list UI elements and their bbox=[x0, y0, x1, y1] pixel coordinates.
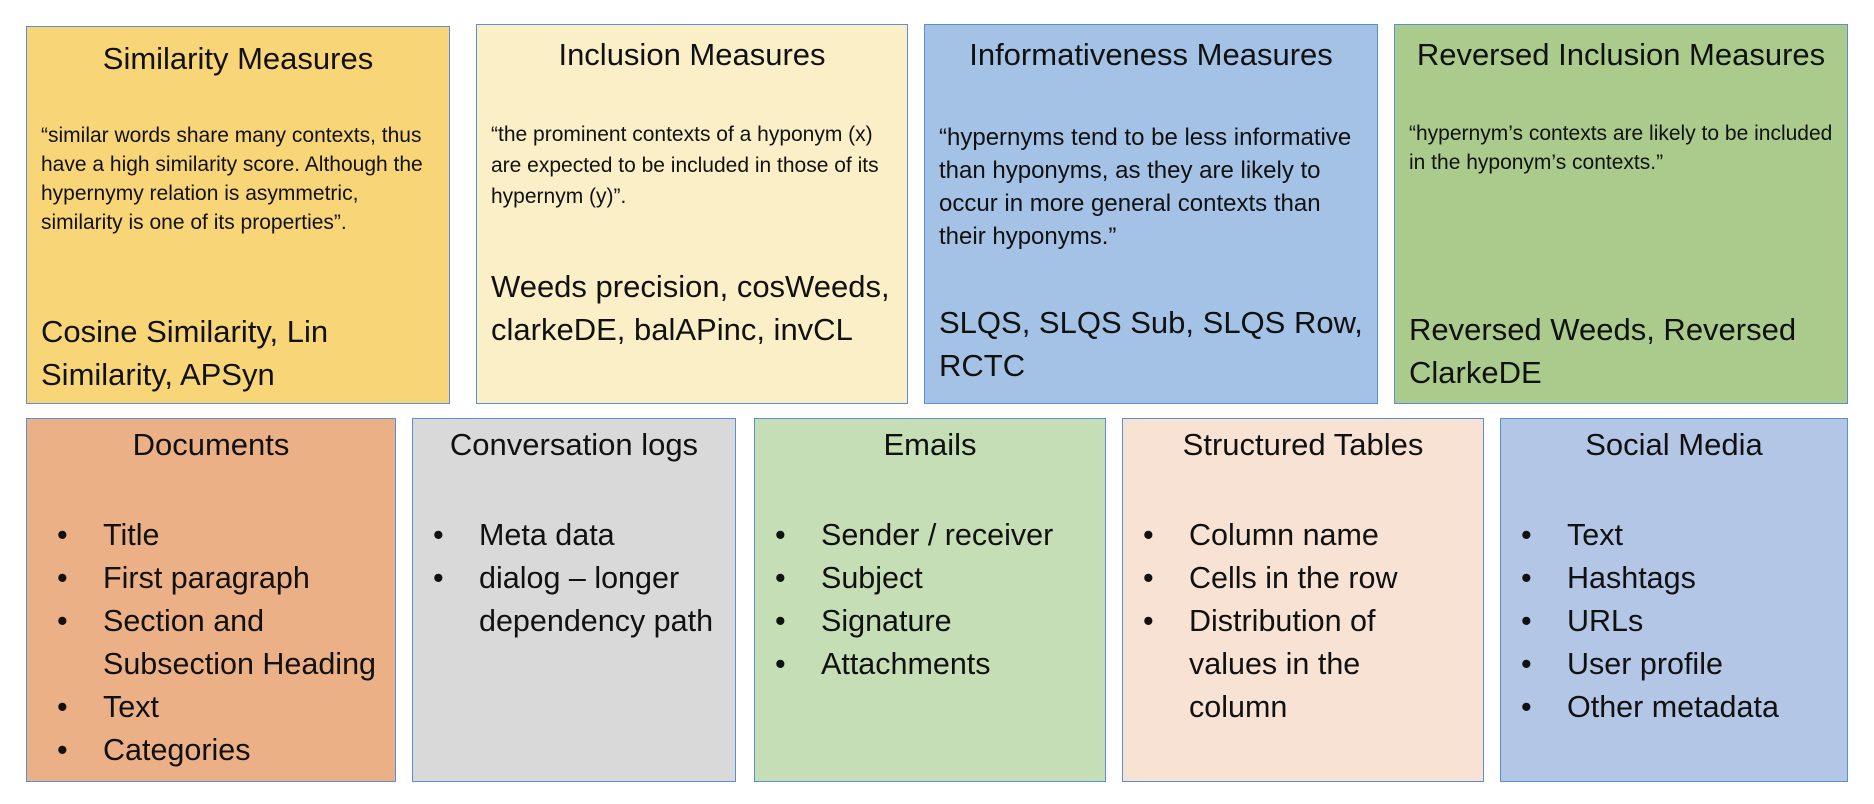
conversation-logs-title: Conversation logs bbox=[449, 427, 699, 462]
list-item: Subject bbox=[765, 557, 1095, 600]
similarity-measures-list: Cosine Similarity, Lin Similarity, APSyn bbox=[41, 314, 329, 392]
emails-title: Emails bbox=[883, 427, 977, 462]
list-item: Section and Subsection Heading bbox=[47, 600, 395, 686]
conversation-logs-list: Meta data dialog – longer dependency pat… bbox=[423, 514, 723, 643]
structured-tables-title: Structured Tables bbox=[1182, 427, 1424, 462]
list-item: Sender / receiver bbox=[765, 514, 1095, 557]
list-item: Meta data bbox=[423, 514, 723, 557]
list-item: Text bbox=[47, 686, 395, 729]
inclusion-measures-quote: “the prominent contexts of a hyponym (x)… bbox=[491, 123, 879, 208]
list-item: Attachments bbox=[765, 643, 1095, 686]
documents-box: Documents Title First paragraph Section … bbox=[26, 418, 396, 782]
social-media-title: Social Media bbox=[1585, 427, 1763, 462]
similarity-measures-title: Similarity Measures bbox=[102, 41, 374, 76]
list-item: Distribution of values in the column bbox=[1133, 600, 1443, 729]
inclusion-measures-title: Inclusion Measures bbox=[558, 37, 826, 72]
emails-list: Sender / receiver Subject Signature Atta… bbox=[765, 514, 1095, 686]
list-item: Categories bbox=[47, 729, 395, 772]
reversed-inclusion-measures-title: Reversed Inclusion Measures bbox=[1416, 37, 1826, 72]
list-item: Column name bbox=[1133, 514, 1443, 557]
conversation-logs-box: Conversation logs Meta data dialog – lon… bbox=[412, 418, 736, 782]
inclusion-measures-list: Weeds precision, cosWeeds, clarkeDE, bal… bbox=[491, 269, 890, 347]
structured-tables-box: Structured Tables Column name Cells in t… bbox=[1122, 418, 1484, 782]
social-media-box: Social Media Text Hashtags URLs User pro… bbox=[1500, 418, 1848, 782]
reversed-inclusion-measures-box: Reversed Inclusion Measures “hypernym’s … bbox=[1394, 24, 1848, 404]
list-item: First paragraph bbox=[47, 557, 395, 600]
social-media-list: Text Hashtags URLs User profile Other me… bbox=[1511, 514, 1841, 729]
documents-list: Title First paragraph Section and Subsec… bbox=[47, 514, 395, 772]
list-item: Other metadata bbox=[1511, 686, 1841, 729]
emails-box: Emails Sender / receiver Subject Signatu… bbox=[754, 418, 1106, 782]
similarity-measures-box: Similarity Measures “similar words share… bbox=[26, 26, 450, 404]
list-item: Title bbox=[47, 514, 395, 557]
list-item: Hashtags bbox=[1511, 557, 1841, 600]
documents-title: Documents bbox=[132, 427, 290, 462]
inclusion-measures-box: Inclusion Measures “the prominent contex… bbox=[476, 24, 908, 404]
reversed-inclusion-measures-list: Reversed Weeds, Reversed ClarkeDE bbox=[1409, 312, 1797, 390]
reversed-inclusion-measures-quote: “hypernym’s contexts are likely to be in… bbox=[1409, 122, 1833, 174]
list-item: Signature bbox=[765, 600, 1095, 643]
list-item: Text bbox=[1511, 514, 1841, 557]
structured-tables-list: Column name Cells in the row Distributio… bbox=[1133, 514, 1443, 729]
list-item: User profile bbox=[1511, 643, 1841, 686]
informativeness-measures-quote: “hypernyms tend to be less informative t… bbox=[939, 124, 1352, 250]
list-item: URLs bbox=[1511, 600, 1841, 643]
informativeness-measures-box: Informativeness Measures “hypernyms tend… bbox=[924, 24, 1378, 404]
informativeness-measures-list: SLQS, SLQS Sub, SLQS Row, RCTC bbox=[939, 305, 1363, 383]
list-item: dialog – longer dependency path bbox=[423, 557, 723, 643]
similarity-measures-quote: “similar words share many contexts, thus… bbox=[41, 124, 423, 234]
list-item: Cells in the row bbox=[1133, 557, 1443, 600]
informativeness-measures-title: Informativeness Measures bbox=[969, 37, 1333, 72]
